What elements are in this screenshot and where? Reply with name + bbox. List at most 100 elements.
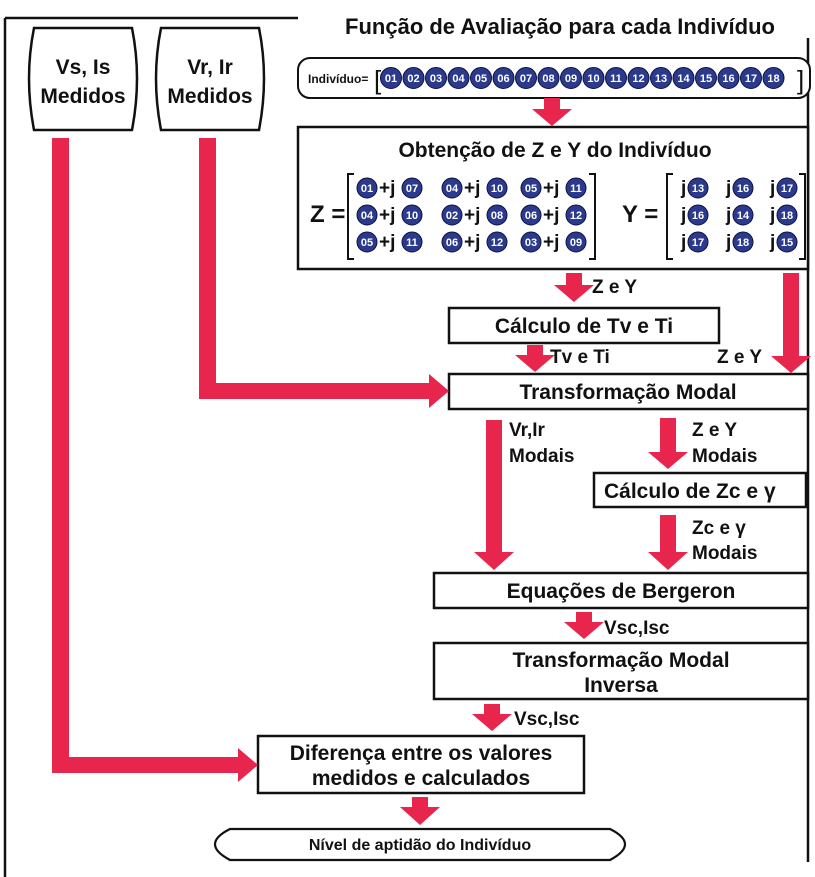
- gene-07-number: 07: [520, 73, 532, 85]
- inverse-modal-box-line2: Inversa: [584, 674, 658, 697]
- y-2-0-circle: [687, 231, 709, 253]
- fitness-terminal: [213, 827, 627, 862]
- label-ze-y-modais-1: Z e Y: [692, 420, 737, 441]
- z-1-2-real: 06: [520, 204, 542, 226]
- z-1-2-plus-j: +j: [543, 205, 559, 226]
- gene-14-number: 14: [677, 73, 690, 85]
- z-2-2-imag-circle: [565, 231, 587, 253]
- y-0-1-number: 16: [737, 183, 749, 195]
- gene-02-circle: [402, 67, 425, 89]
- z-2-0-imag-circle: [401, 231, 423, 253]
- z-0-0-plus-j: +j: [379, 178, 395, 199]
- y-2-2-number: 15: [781, 237, 793, 249]
- arrow-zc-gamma-to-bergeron: [648, 515, 688, 570]
- z-2-2-real-circle: [520, 231, 542, 253]
- y-1-0-circle: [687, 204, 709, 226]
- arrow-vs-is-to-difference: [52, 138, 258, 782]
- y-0-0-number: 13: [692, 183, 704, 195]
- z-0-0-imag: 07: [401, 177, 423, 199]
- difference-box: [256, 734, 586, 795]
- z-1-1-plus-j: +j: [464, 205, 480, 226]
- zy-box: [296, 125, 810, 271]
- gene-17-circle: [740, 67, 762, 89]
- y-2-0-number: 17: [692, 237, 704, 249]
- y-2-2-j: j: [769, 232, 775, 253]
- inverse-modal-box: [432, 641, 810, 701]
- z-2-0-real-number: 05: [361, 237, 373, 249]
- gene-09: 09: [560, 67, 582, 89]
- zy-box-title: Obtenção de Z e Y do Indivíduo: [398, 139, 711, 162]
- y-0-1: 16: [732, 177, 754, 199]
- z-2-1-real: 06: [441, 231, 463, 253]
- gene-08: 08: [537, 67, 560, 89]
- arrow-bergeron-to-inverse: [564, 612, 604, 639]
- gene-13-circle: [650, 67, 672, 89]
- gene-16: 16: [717, 67, 740, 89]
- gene-13: 13: [650, 67, 672, 89]
- y-1-2-j: j: [769, 205, 775, 226]
- label-vsc-isc-2: Vsc,Isc: [514, 709, 580, 730]
- y-1-2-number: 18: [781, 210, 793, 222]
- arrow-zy-to-tv-ti: [554, 273, 594, 302]
- gene-18-circle: [762, 67, 785, 89]
- arrow-modal-vr-ir: [474, 420, 514, 570]
- y-0-0-j: j: [680, 178, 686, 199]
- z-2-2-imag-number: 09: [570, 237, 582, 249]
- z-1-1-imag-circle: [486, 204, 508, 226]
- label-ze-y-modais-2: Modais: [692, 446, 757, 467]
- label-ze-y-1: Z e Y: [592, 277, 637, 298]
- z-2-0-imag: 11: [401, 231, 423, 253]
- gene-01-circle: [380, 67, 402, 89]
- label-zc-modais-1: Zc e γ: [692, 518, 746, 539]
- y-0-2-number: 17: [781, 183, 793, 195]
- gene-08-circle: [537, 67, 560, 89]
- z-0-1-imag-circle: [486, 177, 508, 199]
- tv-ti-box-label: Cálculo de Tv e Ti: [495, 315, 673, 338]
- z-2-1-imag-circle: [486, 231, 508, 253]
- gene-11: 11: [605, 67, 627, 89]
- fitness-terminal-label: Nível de aptidão do Indivíduo: [309, 837, 531, 854]
- vs-is-measured-box: [27, 26, 139, 132]
- gene-17-number: 17: [745, 73, 757, 85]
- gene-07: 07: [515, 67, 537, 89]
- z-2-0-imag-number: 11: [406, 237, 418, 249]
- label-vr-ir-modais-2: Modais: [509, 446, 574, 467]
- gene-18: 18: [762, 67, 785, 89]
- arrow-difference-to-fitness: [400, 797, 440, 825]
- gene-10: 10: [582, 67, 605, 89]
- label-vsc-isc-1: Vsc,Isc: [604, 618, 670, 639]
- z-0-2-imag: 11: [565, 177, 587, 199]
- y-0-0-circle: [687, 177, 709, 199]
- z-1-0-plus-j: +j: [379, 205, 395, 226]
- z-1-1-imag: 08: [486, 204, 508, 226]
- individual-label: Indivíduo=: [308, 72, 368, 86]
- gene-13-number: 13: [655, 73, 667, 85]
- gene-14: 14: [672, 67, 695, 89]
- y-2-2-circle: [776, 231, 798, 253]
- zc-gamma-box-text: Cálculo de Zc e: [604, 480, 758, 503]
- z-1-0-imag: 10: [401, 204, 423, 226]
- arrow-tv-ti-to-modal: [515, 345, 555, 372]
- arrow-modal-z-y: [648, 418, 688, 469]
- gene-11-number: 11: [610, 73, 622, 85]
- modal-transform-box-label: Transformação Modal: [519, 381, 736, 404]
- z-1-1-real: 02: [441, 204, 463, 226]
- y-1-2-circle: [776, 204, 798, 226]
- z-0-0-real-number: 01: [361, 183, 373, 195]
- y-1-1-j: j: [725, 205, 731, 226]
- gene-01-number: 01: [385, 73, 397, 85]
- z-2-1-real-number: 06: [446, 237, 458, 249]
- z-1-0-real-circle: [356, 204, 378, 226]
- arrows: [52, 98, 811, 825]
- gene-03-number: 03: [430, 73, 442, 85]
- y-1-0-number: 16: [692, 210, 704, 222]
- vr-ir-measured-box: [154, 26, 266, 132]
- y-2-1-circle: [732, 231, 754, 253]
- z-0-2-imag-number: 11: [570, 183, 582, 195]
- z-1-0-real-number: 04: [361, 210, 374, 222]
- y-0-2: 17: [776, 177, 798, 199]
- label-zc-modais-2: Modais: [692, 543, 757, 564]
- vr-ir-label-line1: Vr, Ir: [187, 56, 233, 79]
- bergeron-box-label: Equações de Bergeron: [507, 580, 736, 603]
